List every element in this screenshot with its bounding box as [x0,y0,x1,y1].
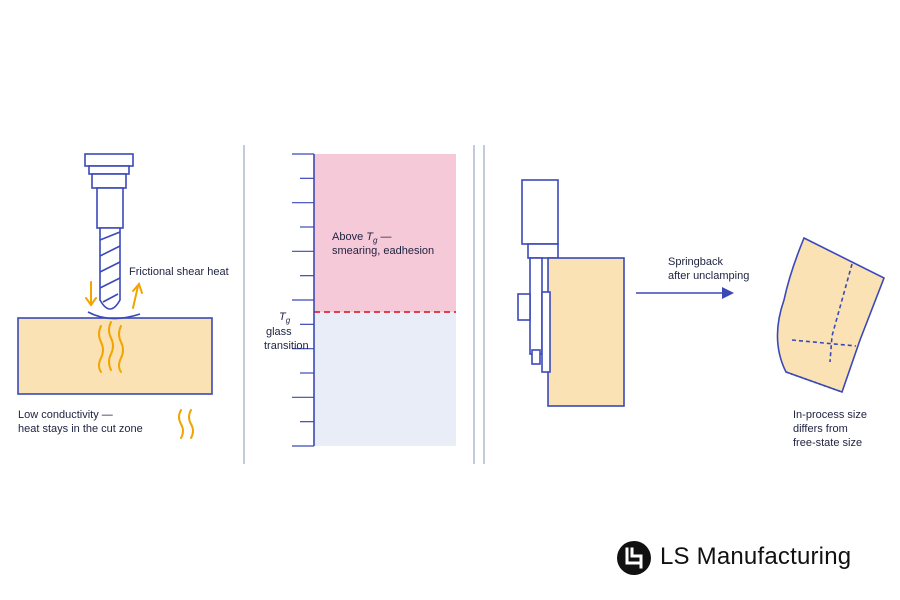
flute-lines [99,231,121,303]
conductivity-label-line2: heat stays in the cut zone [18,423,143,435]
free-state-outline-a [829,263,853,363]
above-tg-zone [314,154,456,312]
heat-wave-3 [118,325,124,373]
panel-heat-generation [17,153,213,395]
heat-symbol-wave-2 [188,409,194,439]
below-tg-zone [314,312,456,446]
clamp-pad [541,291,551,373]
axis-ticks [292,153,314,447]
brand-name: LS Manufacturing [660,543,852,570]
tg-label-transition: transition [264,340,309,352]
clamp-screw [517,293,531,321]
tool-holder-body [91,173,127,189]
heat-symbol-wave-1 [178,409,184,439]
workpiece-block [17,317,213,395]
clamp-jaw-top [521,179,559,245]
heat-wave-1 [98,325,104,373]
springback-arrow-head [722,287,734,299]
heat-arrow-up [132,285,139,309]
tg-subscript: g [285,316,291,326]
clamp-jaw-body [529,257,543,355]
size-label-line2: differs from [793,423,848,435]
panel-springback [517,179,886,407]
springback-label-line2: after unclamping [668,270,750,282]
tool-holder-ring [88,165,130,175]
above-tg-suffix: — [377,231,392,243]
clamp-jaw-neck [527,243,559,259]
tg-symbol: T [279,311,286,323]
conductivity-label-line1: Low conductivity — [18,409,113,421]
chip-curl [87,311,141,320]
heat-arrow-down-head [85,297,97,307]
size-label-line3: free-state size [793,437,863,449]
clamp-foot [531,349,541,365]
brand-lockup: LS Manufacturing [618,540,851,574]
heat-indicators [85,281,194,439]
heat-wave-2 [108,321,114,371]
tool-holder-cap [84,153,134,167]
above-tg-symbol: T [366,231,373,243]
above-tg-label-line2: smearing, eadhesion [332,245,435,257]
tg-symbol-label: Tg [279,310,290,328]
panel-glass-transition [292,153,456,447]
springback-label-line1: Springback [668,256,724,268]
free-state-outline-b [791,339,857,347]
brand-logo-spacer [618,540,652,574]
ls-logo-icon [617,541,651,575]
deformed-workpiece [776,236,886,394]
above-tg-label-line1: Above Tg — [332,230,392,248]
size-label-line1: In-process size [793,409,867,421]
above-tg-subscript: g [372,236,378,246]
tg-label-glass: glass [266,326,292,338]
tool-shank [96,187,124,229]
above-tg-prefix: Above [332,231,367,243]
heat-arrow-up-head [132,282,143,294]
frictional-heat-label: Frictional shear heat [129,266,229,278]
clamped-workpiece [547,257,625,407]
end-mill-flutes [99,227,121,310]
